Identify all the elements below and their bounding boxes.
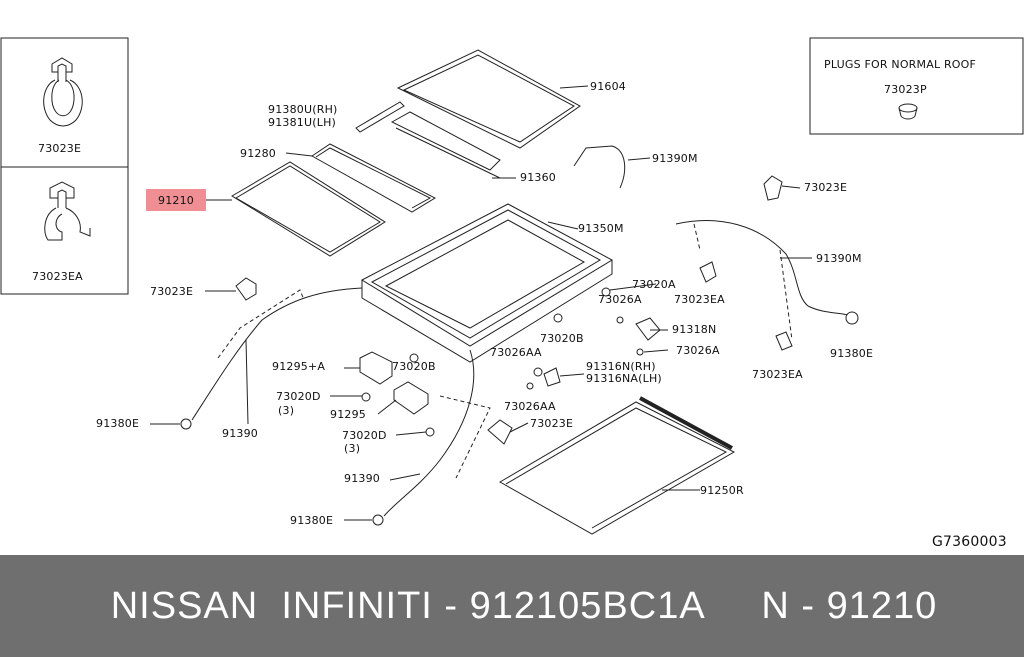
plug-icon [898, 103, 918, 120]
label-73026aa-1: 73026AA [490, 346, 542, 359]
label-91604: 91604 [590, 80, 626, 93]
clip-73023ea-icon [44, 181, 91, 241]
label-91316na: 91316NA(LH) [586, 372, 662, 385]
label-91380e-left: 91380E [96, 417, 139, 430]
label-91390-left: 91390 [222, 427, 258, 440]
drain-hose-bottom [383, 349, 475, 517]
label-73023e-low: 73023E [530, 417, 573, 430]
clip-73023e-icon [43, 57, 83, 127]
label-73026aa-2: 73026AA [504, 400, 556, 413]
label-73020a: 73020A [632, 278, 676, 291]
clips-small-shapes [180, 175, 859, 526]
highlight-box [146, 189, 206, 211]
label-91360: 91360 [520, 171, 556, 184]
label-73023ea-mid: 73023EA [674, 293, 725, 306]
label-3-1: (3) [278, 404, 294, 417]
plugs-inset-box [809, 37, 1024, 135]
seal-91280-shape [285, 143, 437, 213]
label-91380u: 91380U(RH) [268, 103, 338, 116]
sunroof-exploded-diagram: 73023E 73023EA PLUGS FOR NORMAL ROOF 730… [0, 37, 1024, 550]
frame-91350m-shape [360, 203, 614, 363]
clip-inset-box [0, 37, 129, 295]
label-91380e-right: 91380E [830, 347, 873, 360]
label-73020d-1: 73020D [276, 390, 321, 403]
label-73026a-1: 73026A [598, 293, 642, 306]
motor-91295-shape [359, 351, 429, 415]
clip-73023ea-label: 73023EA [32, 270, 83, 283]
label-73026a-2: 73026A [676, 344, 720, 357]
label-73020b-1: 73020B [540, 332, 584, 345]
clip-73023e-label: 73023E [38, 142, 81, 155]
label-91380e-bottom: 91380E [290, 514, 333, 527]
drain-hose-right [675, 220, 853, 317]
footer-bar: NISSAN INFINITI - 912105BC1A N - 91210 [0, 555, 1024, 657]
label-73023e-left: 73023E [150, 285, 193, 298]
label-91381u: 91381U(LH) [268, 116, 336, 129]
label-73023e-right: 73023E [804, 181, 847, 194]
label-91250r: 91250R [700, 484, 744, 497]
label-73020d-2: 73020D [342, 429, 387, 442]
glass-panel-shape [206, 161, 386, 257]
label-3-2: (3) [344, 442, 360, 455]
label-91316n: 91316N(RH) [586, 360, 656, 373]
drain-hose-left [191, 287, 363, 421]
label-91280: 91280 [240, 147, 276, 160]
label-91295a: 91295+A [272, 360, 325, 373]
highlight-part-label: 91210 [158, 194, 194, 207]
label-91390-bottom: 91390 [344, 472, 380, 485]
label-91350m: 91350M [578, 222, 624, 235]
plugs-title: PLUGS FOR NORMAL ROOF [824, 58, 976, 71]
label-91318n: 91318N [672, 323, 716, 336]
footer-part-text: NISSAN INFINITI - 912105BC1A N - 91210 [110, 584, 938, 627]
label-91390m-top: 91390M [652, 152, 698, 165]
diagram-code: G7360003 [932, 534, 1007, 550]
deflector-91380u-shape [355, 101, 501, 179]
plugs-part-label: 73023P [884, 83, 927, 96]
drain-hose-top [573, 145, 626, 189]
label-91295: 91295 [330, 408, 366, 421]
sunshade-91250r-shape [498, 396, 736, 535]
leader-lines [150, 177, 801, 521]
label-91390m-right: 91390M [816, 252, 862, 265]
top-panel-91604-shape [396, 49, 589, 149]
label-73023ea-right: 73023EA [752, 368, 803, 381]
label-73020b-2: 73020B [392, 360, 436, 373]
